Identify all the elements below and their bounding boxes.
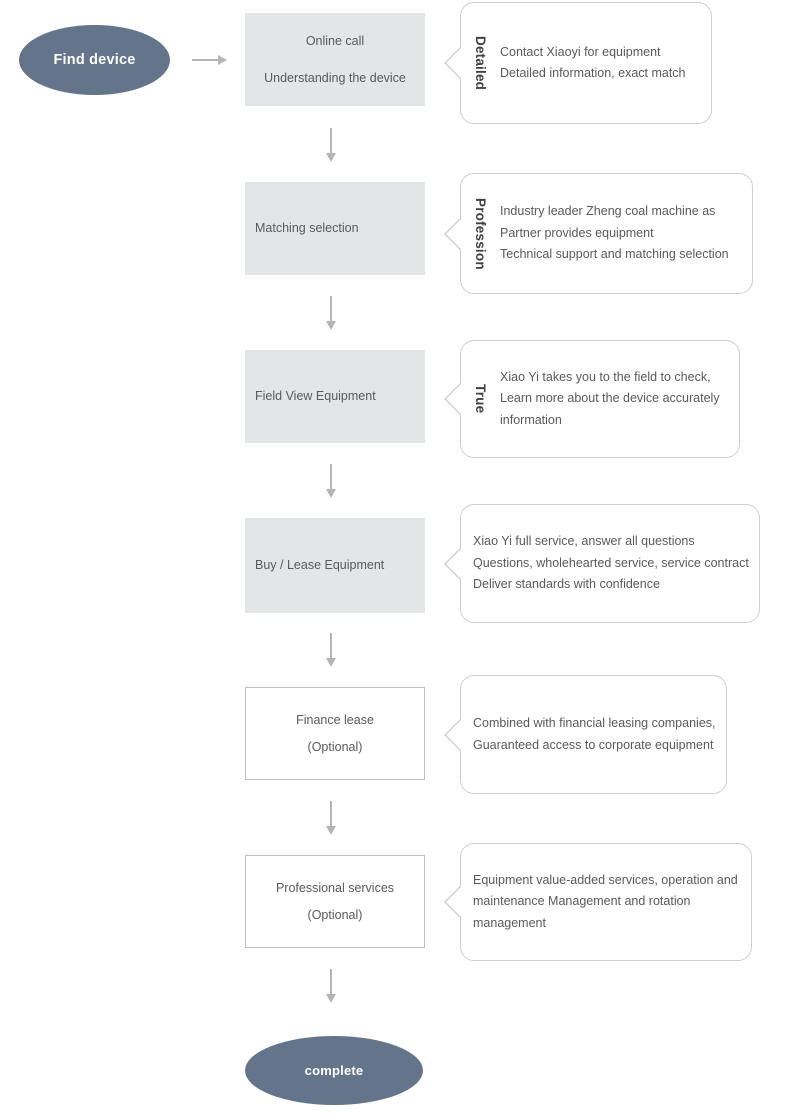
callout-text: Contact Xiaoyi for equipment Detailed in…	[500, 42, 686, 85]
callout-text-line: Equipment value-added services, operatio…	[473, 872, 738, 887]
arrow-down-step3-to-step4	[326, 464, 336, 498]
callout-notch-fill-icon	[446, 887, 461, 917]
step-box-line1: Finance lease	[296, 713, 374, 728]
callout-text-line: management	[473, 915, 546, 930]
callout-vertical-label: Detailed	[473, 35, 488, 91]
callout-text: Industry leader Zheng coal machine as Pa…	[500, 201, 729, 266]
callout-finance-lease[interactable]: Combined with financial leasing companie…	[444, 675, 727, 794]
callout-text: Equipment value-added services, operatio…	[473, 870, 738, 935]
arrow-right-start-to-step1	[192, 55, 227, 65]
step-box-finance-lease[interactable]: Finance lease (Optional)	[245, 687, 425, 780]
callout-text-line: Detailed information, exact match	[500, 66, 686, 80]
step-box-buy-lease-equipment[interactable]: Buy / Lease Equipment	[245, 518, 425, 613]
callout-notch-fill-icon	[446, 719, 461, 750]
callout-body: Detailed Contact Xiaoyi for equipment De…	[461, 36, 711, 90]
step-box-line1: Online call	[305, 34, 365, 49]
callout-text-line: Xiao Yi full service, answer all questio…	[473, 534, 695, 549]
step-box-line2: (Optional)	[307, 907, 363, 922]
arrow-down-step1-to-step2	[326, 128, 336, 162]
callout-body: True Xiao Yi takes you to the field to c…	[461, 367, 739, 432]
callout-text: Xiao Yi full service, answer all questio…	[473, 531, 749, 596]
callout-text-line: Xiao Yi takes you to the field to check,	[500, 369, 711, 384]
callout-text-line: Combined with financial leasing companie…	[473, 716, 716, 730]
callout-buy-lease[interactable]: Xiao Yi full service, answer all questio…	[444, 504, 760, 623]
callout-text: Combined with financial leasing companie…	[473, 713, 716, 756]
step-box-line1: Field View Equipment	[255, 389, 376, 404]
callout-text-line: Industry leader Zheng coal machine as	[500, 204, 716, 219]
callout-notch-fill-icon	[446, 548, 461, 579]
callout-text-line: Guaranteed access to corporate equipment	[473, 737, 714, 752]
callout-true[interactable]: True Xiao Yi takes you to the field to c…	[444, 340, 740, 458]
callout-notch-fill-icon	[446, 384, 461, 414]
callout-text-line: maintenance Management and rotation	[473, 894, 691, 909]
callout-notch-fill-icon	[446, 48, 461, 78]
step-box-line2: (Optional)	[307, 739, 363, 754]
arrow-down-step4-to-step5	[326, 633, 336, 667]
step-box-matching-selection[interactable]: Matching selection	[245, 182, 425, 275]
callout-vertical-label: True	[473, 384, 488, 414]
callout-text-line: Partner provides equipment	[500, 225, 654, 240]
step-box-field-view-equipment[interactable]: Field View Equipment	[245, 350, 425, 443]
callout-text-line: Questions, wholehearted service, service…	[473, 555, 749, 570]
callout-body: Combined with financial leasing companie…	[461, 713, 726, 756]
step-box-line1: Matching selection	[255, 221, 359, 236]
step-box-online-call[interactable]: Online call Understanding the device	[245, 13, 425, 106]
callout-notch-fill-icon	[446, 218, 461, 249]
end-node-complete[interactable]: complete	[245, 1036, 423, 1105]
start-node-label: Find device	[53, 52, 136, 68]
callout-text: Xiao Yi takes you to the field to check,…	[500, 367, 720, 432]
callout-profession[interactable]: Profession Industry leader Zheng coal ma…	[444, 173, 753, 294]
callout-body: Equipment value-added services, operatio…	[461, 870, 751, 935]
start-node-find-device[interactable]: Find device	[19, 25, 170, 95]
callout-text-line: information	[500, 412, 562, 427]
callout-vertical-label: Profession	[473, 197, 488, 270]
step-box-line2: Understanding the device	[264, 70, 406, 85]
arrow-down-step5-to-step6	[326, 801, 336, 835]
step-box-line1: Buy / Lease Equipment	[255, 558, 385, 573]
step-box-professional-services[interactable]: Professional services (Optional)	[245, 855, 425, 948]
step-box-line1: Professional services	[275, 881, 395, 896]
callout-text-line: Technical support and matching selection	[500, 247, 729, 262]
arrow-down-step6-to-end	[326, 969, 336, 1003]
callout-text-line: Learn more about the device accurately	[500, 391, 720, 406]
end-node-label: complete	[304, 1063, 364, 1078]
callout-professional-services[interactable]: Equipment value-added services, operatio…	[444, 843, 752, 961]
callout-text-line: Deliver standards with confidence	[473, 577, 660, 592]
callout-body: Xiao Yi full service, answer all questio…	[461, 531, 759, 596]
callout-body: Profession Industry leader Zheng coal ma…	[461, 198, 752, 270]
callout-detailed[interactable]: Detailed Contact Xiaoyi for equipment De…	[444, 2, 712, 124]
arrow-down-step2-to-step3	[326, 296, 336, 330]
callout-text-line: Contact Xiaoyi for equipment	[500, 44, 661, 59]
